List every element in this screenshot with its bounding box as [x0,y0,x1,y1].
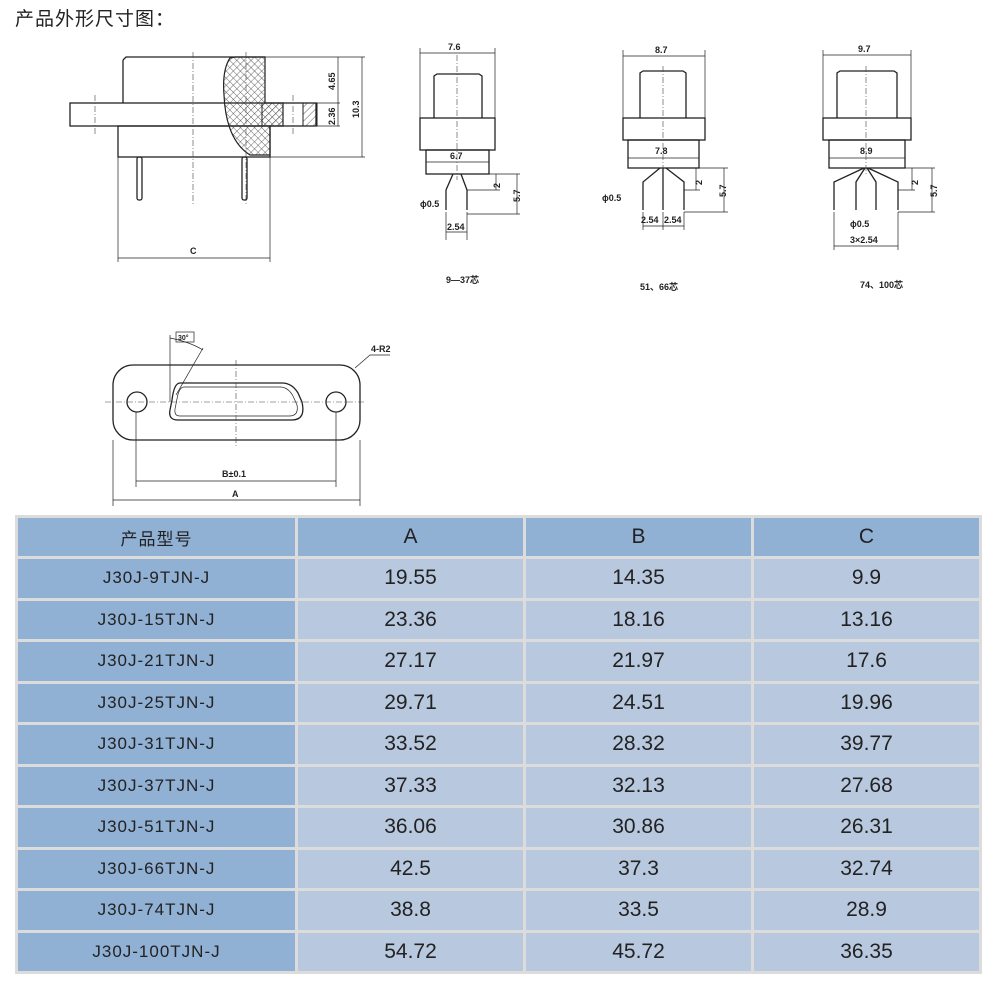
dim-2-36-label: 2.36 [327,107,337,125]
model-cell: J30J-15TJN-J [18,600,295,639]
h2-label: 5.7 [512,189,522,202]
dim-4-65-label: 4.65 [327,72,337,90]
value-cell-b: 45.72 [526,932,751,971]
page-title: 产品外形尺寸图： [15,9,176,30]
value-cell-b: 32.13 [526,766,751,805]
value-cell-b: 24.51 [526,683,751,722]
pin-view-74-100: 9.7 8.9 ϕ0.5 3×2.54 2 5.7 74、100芯 [822,44,939,290]
value-cell-a: 27.17 [298,642,523,681]
dim-b-label: B±0.1 [222,469,246,479]
h1-label: 2 [492,183,502,188]
model-cell: J30J-9TJN-J [18,559,295,598]
value-cell-b: 14.35 [526,559,751,598]
dimension-drawings: C 4.65 2.36 10.3 7.6 6.7 ϕ0.5 2.54 2 5.7… [69,42,939,506]
model-cell: J30J-37TJN-J [18,766,295,805]
pin-view-51-66: 8.7 7.8 ϕ0.5 2.54 2.54 2 5.7 51、66芯 [602,45,728,292]
value-cell-c: 19.96 [754,683,979,722]
pitch-label: 2.54 [641,215,659,225]
model-cell: J30J-51TJN-J [18,808,295,847]
value-cell-a: 37.33 [298,766,523,805]
side-view-drawing: C 4.65 2.36 10.3 [69,52,365,262]
h1-label: 2 [694,180,704,185]
value-cell-b: 33.5 [526,891,751,930]
width-bottom-label: 7.8 [655,146,668,156]
caption-74-100: 74、100芯 [860,279,903,290]
width-bottom-label: 6.7 [450,151,463,161]
value-cell-c: 9.9 [754,559,979,598]
value-cell-b: 18.16 [526,600,751,639]
radius-label: 4-R2 [371,344,391,354]
value-cell-a: 29.71 [298,683,523,722]
dim-a-label: A [232,489,239,499]
model-cell: J30J-74TJN-J [18,891,295,930]
value-cell-a: 23.36 [298,600,523,639]
value-cell-a: 42.5 [298,849,523,888]
value-cell-b: 21.97 [526,642,751,681]
pitch-label: 3×2.54 [850,235,878,245]
model-cell: J30J-31TJN-J [18,725,295,764]
value-cell-c: 27.68 [754,766,979,805]
dim-10-3-label: 10.3 [351,100,361,118]
h2-label: 5.7 [718,184,728,197]
model-cell: J30J-25TJN-J [18,683,295,722]
header-c: C [754,518,979,556]
value-cell-c: 28.9 [754,891,979,930]
dim-c-label: C [190,246,197,256]
model-cell: J30J-100TJN-J [18,932,295,971]
value-cell-b: 28.32 [526,725,751,764]
header-b: B [526,518,751,556]
pitch2-label: 2.54 [664,215,682,225]
caption-51-66: 51、66芯 [640,281,678,292]
pin-dia-label: ϕ0.5 [850,219,869,229]
value-cell-c: 36.35 [754,932,979,971]
value-cell-a: 54.72 [298,932,523,971]
value-cell-a: 38.8 [298,891,523,930]
header-model: 产品型号 [18,518,295,556]
header-a: A [298,518,523,556]
value-cell-b: 30.86 [526,808,751,847]
value-cell-a: 19.55 [298,559,523,598]
pin-dia-label: ϕ0.5 [602,193,621,203]
model-cell: J30J-66TJN-J [18,849,295,888]
value-cell-b: 37.3 [526,849,751,888]
value-cell-c: 32.74 [754,849,979,888]
value-cell-c: 39.77 [754,725,979,764]
width-top-label: 8.7 [655,45,668,55]
value-cell-c: 13.16 [754,600,979,639]
front-view-drawing: 30° 4-R2 B±0.1 A [105,331,391,506]
width-top-label: 9.7 [858,44,871,54]
pin-dia-label: ϕ0.5 [420,199,439,209]
h2-label: 5.7 [929,184,939,197]
pin-view-9-37: 7.6 6.7 ϕ0.5 2.54 2 5.7 9—37芯 [419,42,522,285]
table-header: 产品型号 A B C [18,518,979,556]
value-cell-a: 36.06 [298,808,523,847]
value-cell-c: 26.31 [754,808,979,847]
h1-label: 2 [910,180,920,185]
value-cell-a: 33.52 [298,725,523,764]
value-cell-c: 17.6 [754,642,979,681]
width-top-label: 7.6 [448,42,461,52]
pitch-label: 2.54 [447,222,465,232]
caption-9-37: 9—37芯 [446,274,479,285]
angle-label: 30° [178,334,189,342]
model-cell: J30J-21TJN-J [18,642,295,681]
